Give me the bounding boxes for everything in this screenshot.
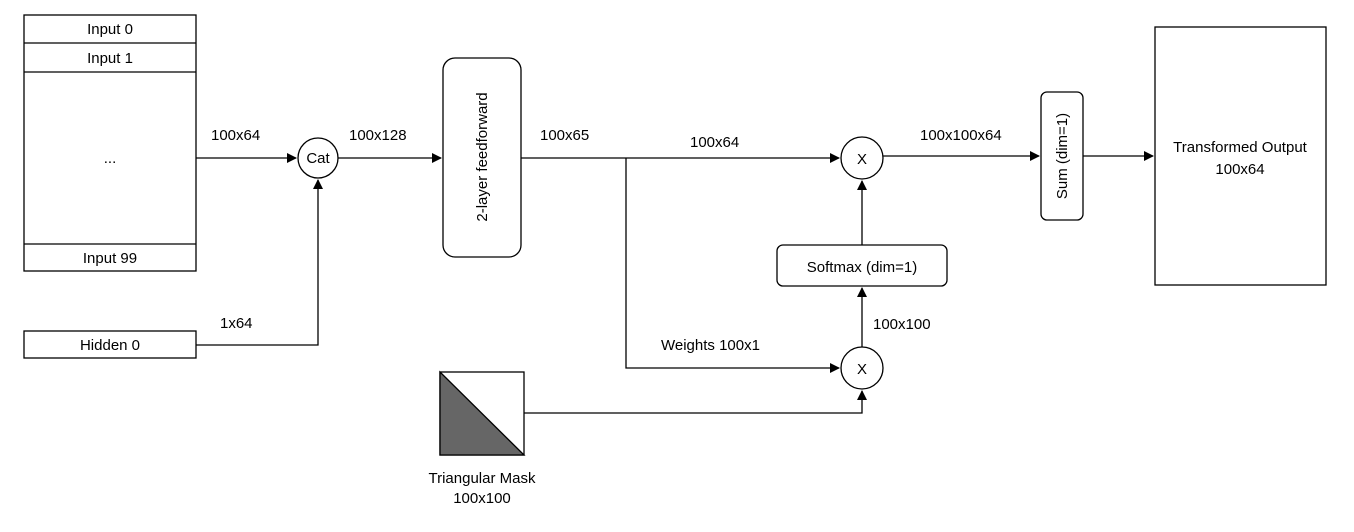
feedforward-node: 2-layer feedforward xyxy=(442,57,522,258)
cat-node: Cat xyxy=(297,137,339,179)
triangular-mask-node: Triangular Mask 100x100 xyxy=(429,370,536,507)
edge-label-multiply-to-softmax: 100x100 xyxy=(873,316,931,333)
edge-label-feedforward-out: 100x65 xyxy=(540,127,589,144)
input-99-label: Input 99 xyxy=(83,250,137,267)
multiply-top-label: X xyxy=(857,151,867,168)
multiply-top-node: X xyxy=(840,136,884,180)
output-box xyxy=(1154,26,1327,286)
connectors xyxy=(196,151,1154,414)
input-0-label: Input 0 xyxy=(87,21,133,38)
edge-weights-to-multiply xyxy=(625,158,840,373)
edge-labels: 100x64 1x64 100x128 100x65 100x64 Weight… xyxy=(211,127,1002,354)
hidden-node: Hidden 0 xyxy=(23,330,197,359)
mask-shape: 100x100 xyxy=(453,490,511,507)
inputs-ellipsis: ... xyxy=(104,150,117,167)
edge-label-cat-to-feedforward: 100x128 xyxy=(349,127,407,144)
multiply-bottom-label: X xyxy=(857,361,867,378)
sum-node: Sum (dim=1) xyxy=(1040,91,1084,221)
softmax-node: Softmax (dim=1) xyxy=(776,244,948,287)
edge-label-to-multiply: 100x64 xyxy=(690,134,739,151)
edge-hidden-to-cat xyxy=(196,179,323,346)
edge-label-multiply-to-sum: 100x100x64 xyxy=(920,127,1002,144)
output-node: Transformed Output 100x64 xyxy=(1154,26,1327,286)
mask-label: Triangular Mask xyxy=(429,470,536,487)
softmax-label: Softmax (dim=1) xyxy=(807,259,917,276)
cat-label: Cat xyxy=(306,150,330,167)
output-shape: 100x64 xyxy=(1215,161,1264,178)
sum-label: Sum (dim=1) xyxy=(1054,113,1071,199)
edge-label-weights: Weights 100x1 xyxy=(661,337,760,354)
multiply-top-circle xyxy=(840,136,884,180)
inputs-stack: Input 0 Input 1 ... Input 99 xyxy=(23,14,197,272)
mask-lower-triangle xyxy=(439,370,526,456)
hidden-label: Hidden 0 xyxy=(80,337,140,354)
edge-label-hidden-to-cat: 1x64 xyxy=(220,315,253,332)
hidden-box xyxy=(23,330,197,359)
feedforward-label: 2-layer feedforward xyxy=(474,92,491,221)
input-1-label: Input 1 xyxy=(87,50,133,67)
edge-label-inputs-to-cat: 100x64 xyxy=(211,127,260,144)
inputs-stack-frame xyxy=(23,14,197,272)
multiply-bottom-node: X xyxy=(840,346,884,390)
output-label: Transformed Output xyxy=(1173,139,1307,156)
edge-mask-to-multiply xyxy=(524,390,867,414)
